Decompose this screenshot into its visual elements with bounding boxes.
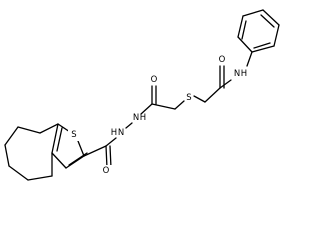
atom-o-thiophene-amide: O: [103, 166, 110, 176]
thioacetanilide-chain: [193, 51, 253, 103]
atom-h-anilide: H: [241, 69, 247, 79]
atom-n-hydrazide-1: N: [118, 128, 124, 138]
atom-s-thioether: S: [186, 93, 191, 103]
cycloheptane-ring: [4, 123, 59, 181]
atom-o-hydrazide: O: [151, 75, 158, 85]
atom-n-hydrazide-2: N: [133, 113, 139, 123]
atom-n-anilide: N: [234, 69, 240, 79]
atom-s-thiophene: S: [71, 130, 76, 140]
atom-h-hydrazide-1: H: [111, 128, 117, 138]
hydrazide-linker: [125, 85, 185, 129]
molecule-structure: S O N H N H O S O N H: [4, 9, 280, 181]
benzene-ring: [237, 9, 280, 53]
atom-labels: S O N H N H O S O N H: [68, 55, 247, 177]
thiophene-carboxamide: [83, 137, 117, 169]
atom-h-hydrazide-2: H: [140, 113, 146, 123]
atom-o-amide-right: O: [219, 55, 226, 65]
